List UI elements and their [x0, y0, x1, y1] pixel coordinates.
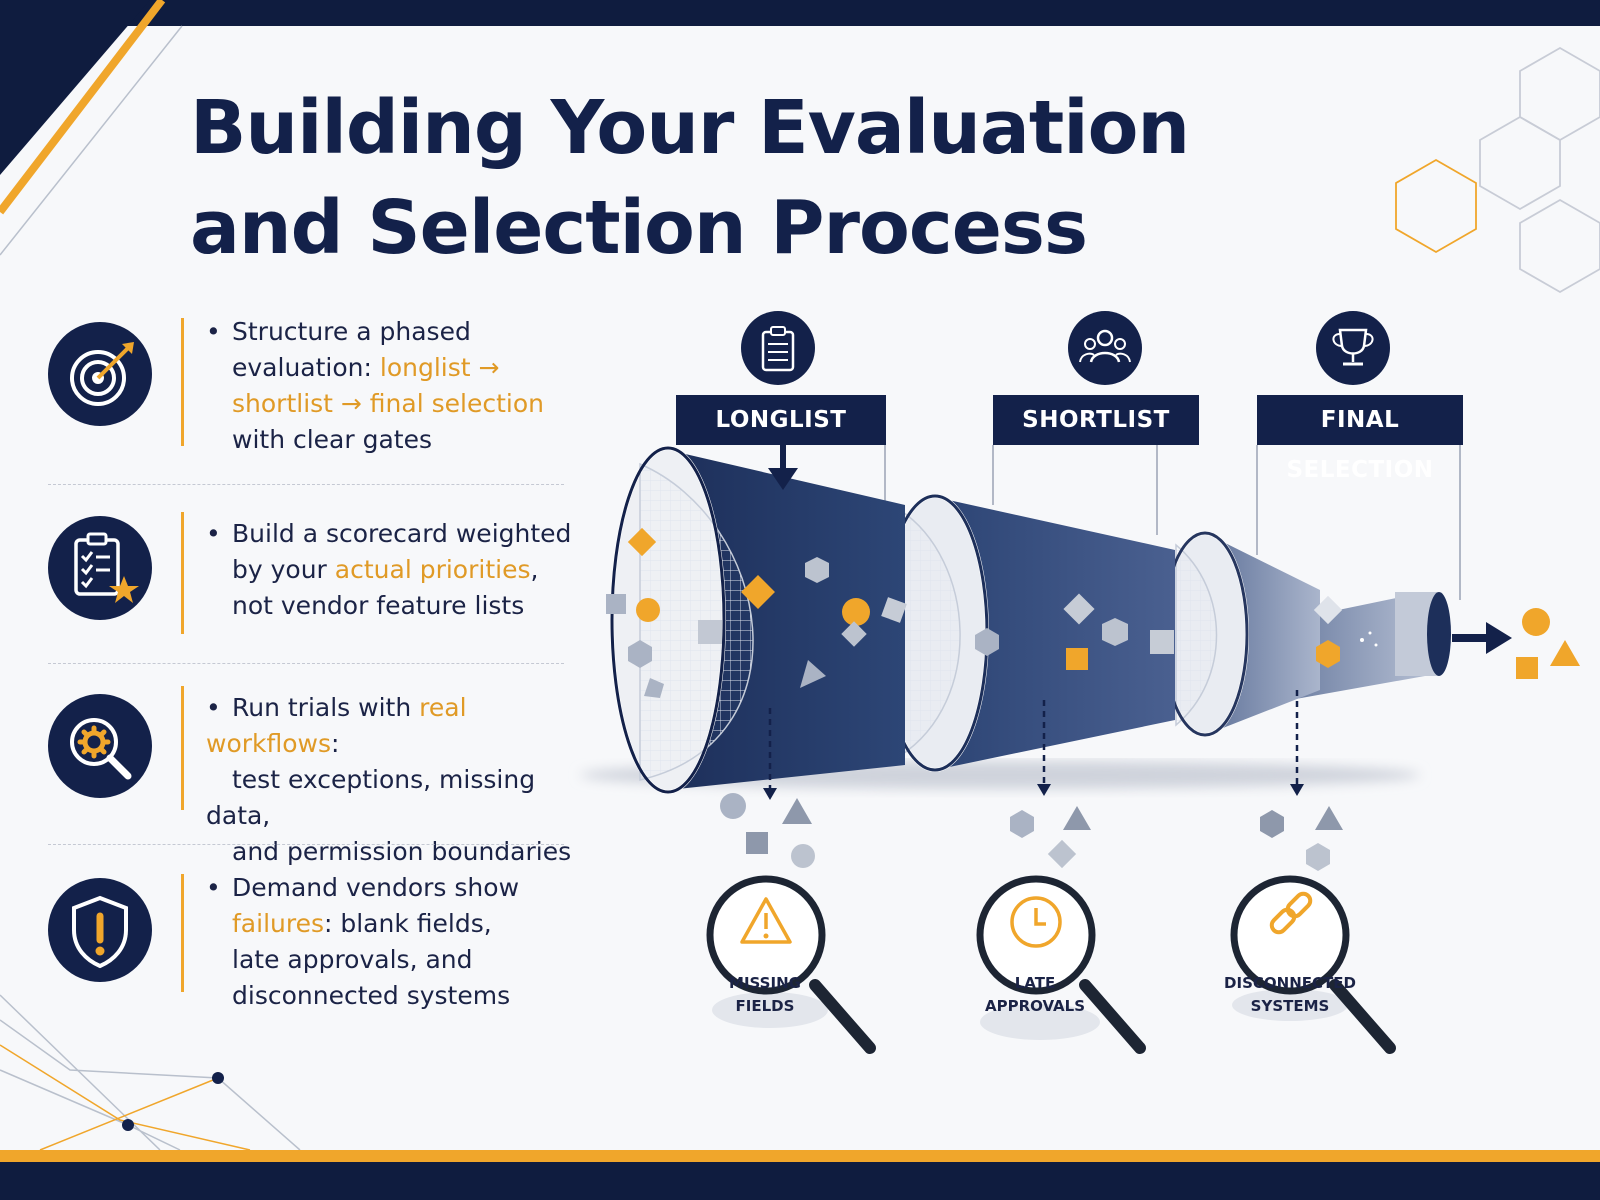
bullet-scorecard: • Build a scorecard weighted by your actua… — [0, 512, 600, 668]
shortlist-cone — [881, 494, 1175, 772]
clock-icon — [1010, 896, 1062, 948]
bullet-phased-evaluation: • Structure a phased evaluation: longlist … — [0, 317, 600, 468]
bullet-divider — [181, 874, 184, 992]
bullet-divider — [181, 318, 184, 446]
highlight-text: failures — [232, 909, 324, 938]
bullet-line: failures: blank fields, — [206, 906, 606, 942]
highlight-text: actual priorities — [334, 555, 531, 584]
magnifier-gear-icon — [48, 694, 152, 798]
bullet-text-segment: late approvals, and — [232, 945, 473, 974]
bullet-text: • Run trials with real workflows: test exc… — [206, 690, 606, 870]
issue-label-missing-fields: MISSING FIELDS — [690, 972, 840, 1018]
issue-line: FIELDS — [735, 997, 795, 1015]
bullet-text: • Structure a phased evaluation: longlist … — [206, 314, 606, 458]
bullet-text-segment: Run trials with — [232, 693, 420, 722]
bullet-line: test exceptions, missing data, — [206, 762, 606, 834]
bullet-text-segment: : blank fields, — [324, 909, 492, 938]
issue-line: APPROVALS — [984, 997, 1086, 1015]
bullet-line: disconnected systems — [206, 978, 606, 1014]
bullet-dot: • — [206, 317, 221, 346]
bullet-text-segment: with clear gates — [232, 425, 432, 454]
issue-line: SYSTEMS — [1250, 997, 1330, 1015]
page-title: Building Your Evaluation and Selection P… — [190, 78, 1190, 278]
bullet-divider — [181, 512, 184, 634]
issue-label-late-approvals: LATE APPROVALS — [960, 972, 1110, 1018]
bullet-line: late approvals, and — [206, 942, 606, 978]
bullet-text-segment: Build a scorecard weighted — [232, 519, 572, 548]
bullet-separator — [48, 663, 564, 664]
highlight-text: longlist → — [379, 353, 500, 382]
bullet-text-segment: by your — [232, 555, 335, 584]
magnifier-disconnected-systems — [1230, 875, 1396, 1054]
issue-line: MISSING — [729, 974, 801, 992]
bullet-line: evaluation: longlist → — [206, 350, 606, 386]
shield-alert-icon — [48, 878, 152, 982]
bullet-text-segment: not vendor feature lists — [232, 591, 525, 620]
bullet-text-segment: evaluation: — [232, 353, 380, 382]
clipboard-star-icon — [48, 516, 152, 620]
trophy-icon — [1316, 311, 1390, 385]
magnifier-missing-fields — [706, 875, 876, 1054]
bullet-text-segment: : — [331, 729, 340, 758]
highlight-text: real workflows — [206, 693, 467, 758]
bullet-divider — [181, 686, 184, 810]
bullet-dot: • — [206, 873, 221, 902]
bullet-line: • Run trials with real workflows: — [206, 690, 606, 762]
bullet-line: • Build a scorecard weighted — [206, 516, 606, 552]
stage-label-shortlist: SHORTLIST — [993, 395, 1199, 445]
bullet-text: • Build a scorecard weighted by your actua… — [206, 516, 606, 624]
magnifier-late-approvals — [976, 875, 1146, 1054]
clipboard-checklist-icon — [741, 311, 815, 385]
people-group-icon — [1068, 311, 1142, 385]
bullet-line: shortlist → final selection — [206, 386, 606, 422]
bullet-dot: • — [206, 693, 221, 722]
bullet-line: • Demand vendors show — [206, 870, 606, 906]
bullet-line: not vendor feature lists — [206, 588, 606, 624]
bullet-demand-failures: • Demand vendors show failures: blank fiel… — [0, 873, 600, 1026]
longlist-cone — [610, 446, 905, 794]
bullet-line: with clear gates — [206, 422, 606, 458]
stage-label-final-selection: FINAL SELECTION — [1257, 395, 1463, 483]
bullet-text-segment: and permission boundaries — [232, 837, 572, 866]
issue-line: DISCONNECTED — [1224, 974, 1356, 992]
bullet-line: • Structure a phased — [206, 314, 606, 350]
bullet-real-workflows: • Run trials with real workflows: test exc… — [0, 686, 600, 866]
target-arrow-icon — [48, 322, 152, 426]
bullet-text-segment: , — [530, 555, 539, 584]
chain-link-icon — [1269, 891, 1313, 935]
bullet-text-segment: test exceptions, missing data, — [206, 765, 536, 830]
bullet-dot: • — [206, 519, 221, 548]
dropped-shapes — [720, 793, 1343, 871]
bullet-line: and permission boundaries — [206, 834, 606, 870]
final-selection-cone — [1161, 531, 1320, 737]
bullet-text-segment: disconnected systems — [232, 981, 511, 1010]
title-line-1: Building Your Evaluation — [190, 85, 1190, 171]
bullet-line: by your actual priorities, — [206, 552, 606, 588]
bullet-text: • Demand vendors show failures: blank fiel… — [206, 870, 606, 1014]
bullet-text-segment: Demand vendors show — [232, 873, 520, 902]
footer-band — [0, 1150, 1600, 1200]
bullet-separator — [48, 844, 564, 845]
title-line-2: and Selection Process — [190, 185, 1088, 271]
issue-label-disconnected-systems: DISCONNECTED SYSTEMS — [1215, 972, 1365, 1018]
highlight-text: shortlist → final selection — [232, 389, 544, 418]
bullet-text-segment: Structure a phased — [232, 317, 471, 346]
warning-triangle-icon — [740, 897, 792, 944]
bullet-separator — [48, 484, 564, 485]
stage-label-longlist: LONGLIST — [676, 395, 886, 445]
issue-line: LATE — [1014, 974, 1056, 992]
